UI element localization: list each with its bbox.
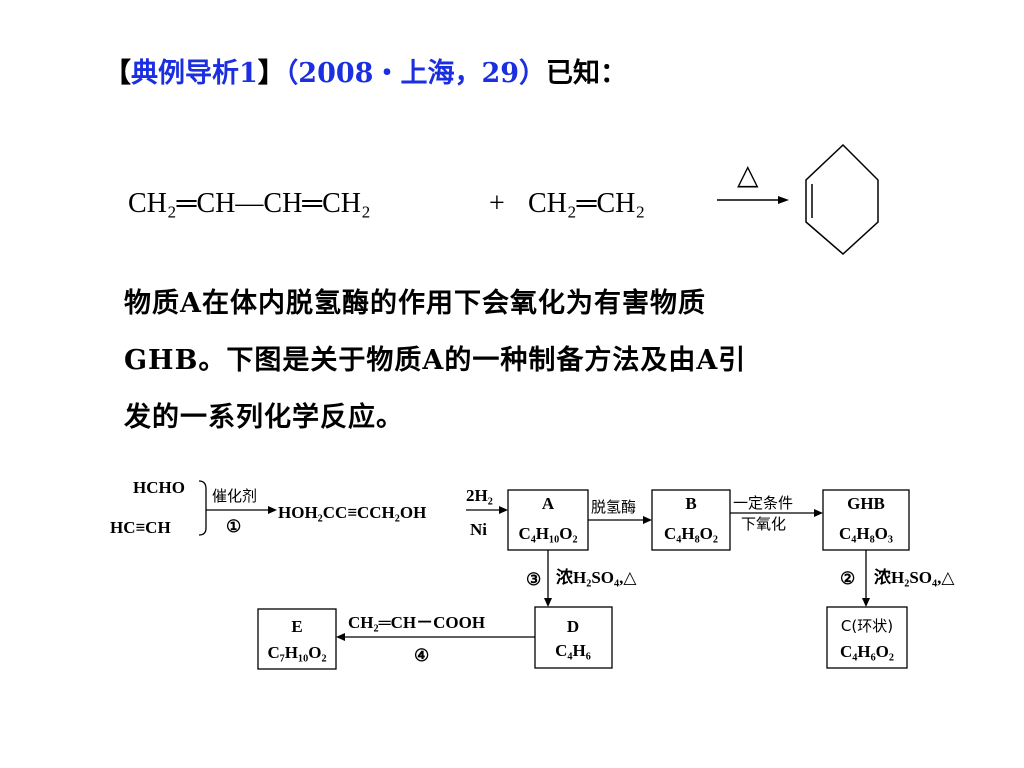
oxidation-arrow <box>730 509 823 517</box>
reactant-ethylene: CH₂═CH₂ <box>528 188 645 219</box>
box-a-formula: C₄H₁₀O₂ <box>518 524 577 543</box>
box-ghb-name: GHB <box>847 494 885 513</box>
box-b-name: B <box>685 494 696 513</box>
oxidation-condition-1: 一定条件 <box>733 494 793 512</box>
paragraph-line-3: 发的一系列化学反应。 <box>124 402 404 433</box>
step2-number: ② <box>840 569 855 588</box>
box-e-formula: C₇H₁₀O₂ <box>267 643 326 662</box>
box-a-name: A <box>542 494 555 513</box>
oxidation-condition-2: 下氧化 <box>741 515 786 533</box>
heading-label: 典例导析1 <box>131 58 258 89</box>
box-e-name: E <box>291 617 302 636</box>
box-ghb-formula: C₄H₈O₃ <box>839 524 893 543</box>
step4-number: ④ <box>414 646 429 665</box>
step4-arrow <box>336 633 535 641</box>
step3-arrow <box>544 550 552 607</box>
intermediate-butynediol: HOH₂CC≡CCH₂OH <box>278 503 426 522</box>
heading-source: （2008・上海，29） <box>284 58 547 89</box>
step3-reagent: 浓H₂SO₄,△ <box>556 568 637 587</box>
step2-reagent: 浓H₂SO₄,△ <box>874 568 955 587</box>
box-a <box>507 489 589 551</box>
heat-symbol: △ <box>737 160 759 191</box>
step3-number: ③ <box>526 570 541 589</box>
box-e <box>257 608 337 670</box>
box-c-formula: C₄H₆O₂ <box>840 642 894 661</box>
step1-arrow <box>206 506 277 514</box>
plus-sign: + <box>489 188 505 219</box>
box-d-formula: C₄H₆ <box>555 641 591 660</box>
paragraph-line-2: GHB。下图是关于物质A的一种制备方法及由A引 <box>124 345 747 376</box>
reaction-arrow <box>717 196 789 204</box>
start-acetylene: HC≡CH <box>110 518 171 537</box>
box-d <box>534 606 613 669</box>
step2-arrow <box>862 550 870 607</box>
heading: 【典例导析1】（2008・上海，29）已知： <box>104 54 627 94</box>
box-d-name: D <box>567 617 579 636</box>
heading-known: 已知： <box>546 58 628 89</box>
ni-catalyst: Ni <box>470 520 487 539</box>
acrylic-acid-reagent: CH₂═CH－COOH <box>348 613 485 632</box>
start-hcho: HCHO <box>133 478 185 497</box>
box-ghb <box>822 489 910 551</box>
start-brace <box>198 480 207 536</box>
h2-reagent: 2H₂ <box>466 486 493 505</box>
box-c <box>826 606 908 669</box>
heading-bracket-open: 【 <box>104 58 131 89</box>
box-b-formula: C₄H₈O₂ <box>664 524 718 543</box>
reactant-butadiene: CH₂═CH—CH═CH₂ <box>128 188 371 219</box>
heading-bracket-close: 】 <box>257 58 285 89</box>
cyclohexene-ring <box>805 143 879 256</box>
hydrogenation-arrow <box>466 506 508 514</box>
paragraph-line-1: 物质A在体内脱氢酶的作用下会氧化为有害物质 <box>124 288 706 319</box>
box-c-name: C(环状) <box>841 617 893 635</box>
dehydrogenase-label: 脱氢酶 <box>591 498 636 516</box>
box-b <box>651 489 731 551</box>
step1-reagent: 催化剂 <box>212 487 257 505</box>
step1-number: ① <box>226 517 241 536</box>
dehydrogenase-arrow <box>588 516 652 524</box>
